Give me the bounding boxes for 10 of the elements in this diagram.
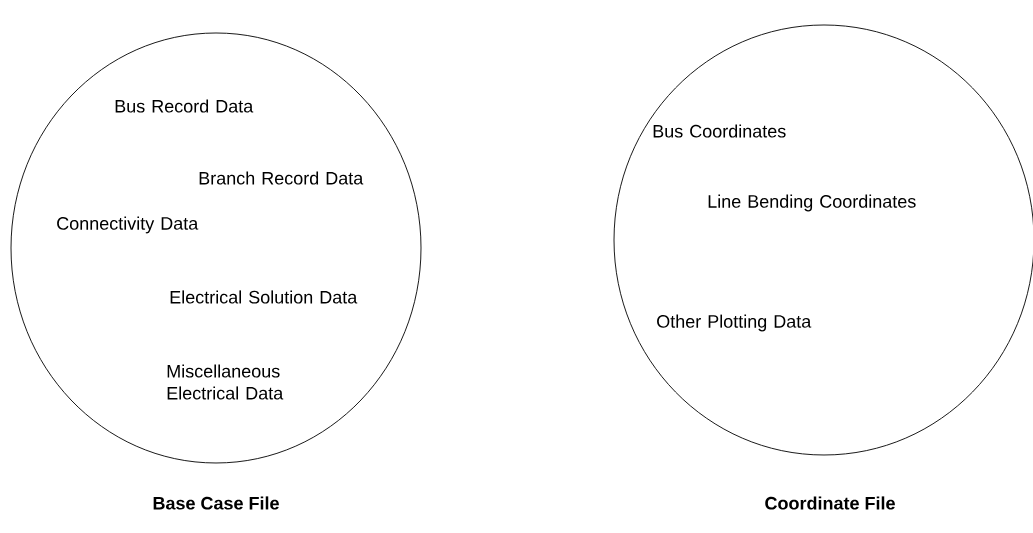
data-label: Connectivity Data xyxy=(57,216,199,234)
data-label: Miscellaneous Electrical Data xyxy=(167,364,284,400)
data-label: Bus Coordinates xyxy=(653,124,786,138)
circle-heading: Coordinate File xyxy=(765,496,895,510)
data-label: Bus Record Data xyxy=(115,99,254,113)
data-label: Electrical Solution Data xyxy=(170,290,358,304)
circle-heading: Base Case File xyxy=(153,496,279,510)
data-label: Branch Record Data xyxy=(199,171,364,185)
data-label: Other Plotting Data xyxy=(657,314,812,332)
data-label: Line Bending Coordinates xyxy=(708,194,916,212)
